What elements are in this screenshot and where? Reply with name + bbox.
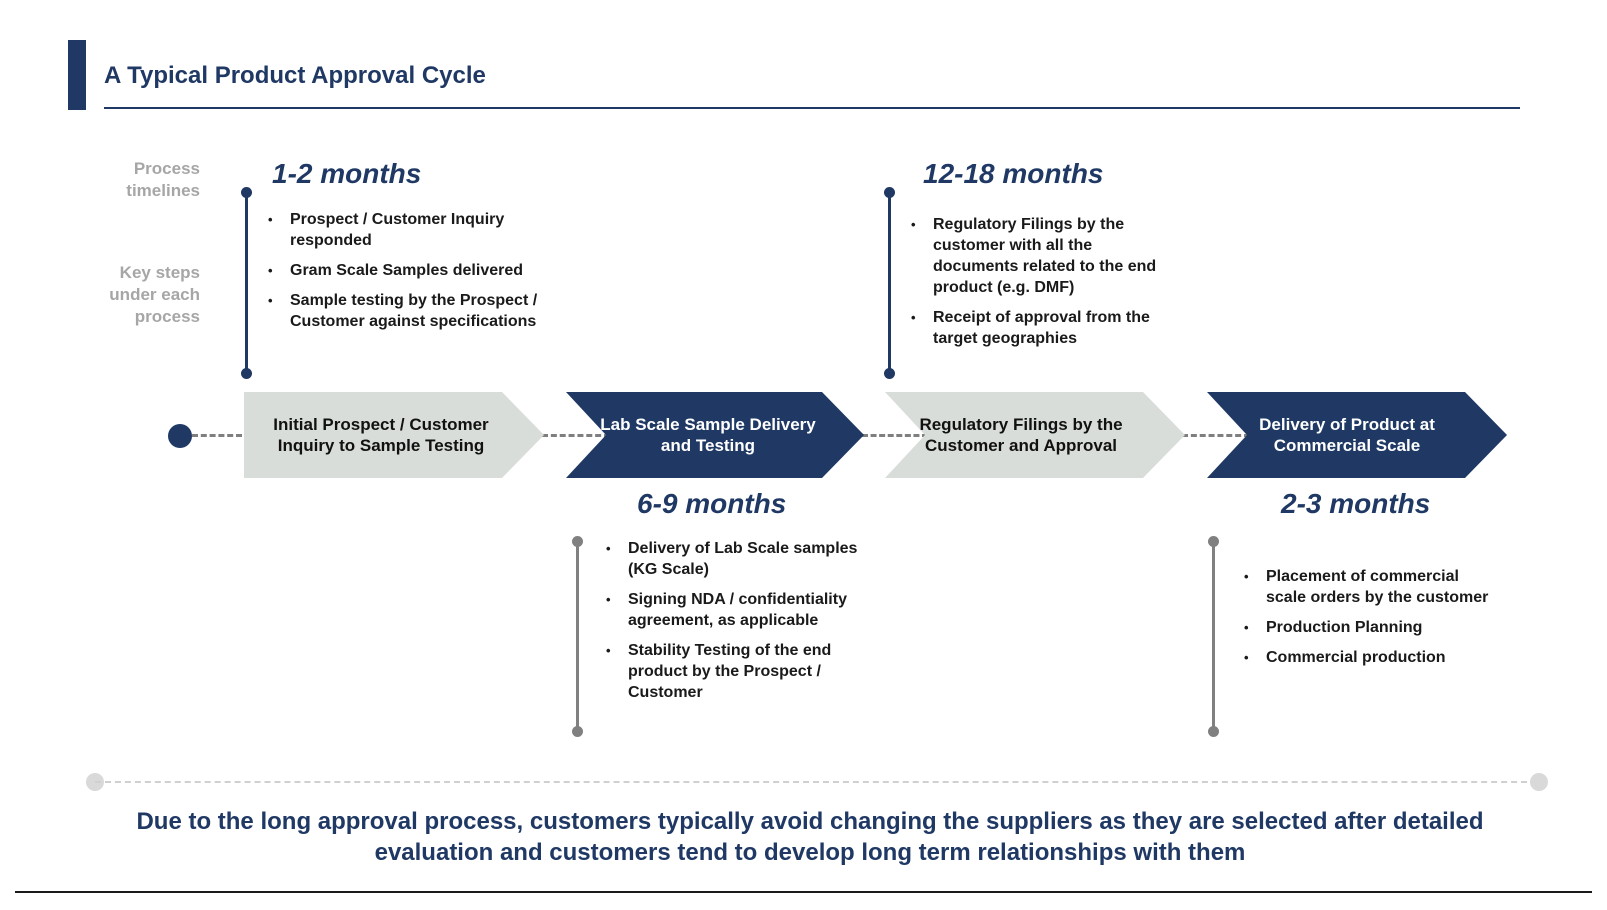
timeline-dot-bottom-stage-1 bbox=[241, 368, 252, 379]
steps-list-stage-3: Regulatory Filings by the customer with … bbox=[909, 214, 1169, 358]
step-item: Placement of commercial scale orders by … bbox=[1242, 566, 1492, 608]
step-item: Prospect / Customer Inquiry responded bbox=[266, 209, 556, 251]
divider-dot-right bbox=[1530, 773, 1548, 791]
timeline-dot-bottom-stage-2 bbox=[572, 726, 583, 737]
timeline-dot-bottom-stage-3 bbox=[884, 368, 895, 379]
chevron-shape bbox=[885, 392, 1185, 478]
duration-stage-2: 6-9 months bbox=[637, 488, 787, 519]
timeline-dot-bottom-stage-4 bbox=[1208, 726, 1219, 737]
stage-chevron-1: Initial Prospect / Customer Inquiry to S… bbox=[244, 392, 544, 478]
step-item: Gram Scale Samples delivered bbox=[266, 260, 556, 281]
stage-label-2: Lab Scale Sample Delivery and Testing bbox=[600, 415, 816, 455]
stage-chevron-2: Lab Scale Sample Delivery and Testing bbox=[566, 392, 864, 478]
stage-chevron-3: Regulatory Filings by the Customer and A… bbox=[885, 392, 1185, 478]
timeline-line-stage-3 bbox=[888, 192, 891, 370]
title-underline bbox=[104, 107, 1520, 109]
duration-stage-1: 1-2 months bbox=[272, 158, 422, 189]
step-item: Stability Testing of the end product by … bbox=[604, 640, 874, 703]
flow-start-dot bbox=[168, 424, 192, 448]
chevron-shape bbox=[244, 392, 544, 478]
label-process-timelines: Process timelines bbox=[126, 159, 200, 200]
connector-dash bbox=[1182, 434, 1250, 437]
steps-list-stage-2: Delivery of Lab Scale samples (KG Scale)… bbox=[604, 538, 874, 712]
conclusion-text: Due to the long approval process, custom… bbox=[136, 808, 1484, 866]
timeline-line-stage-2 bbox=[576, 541, 579, 727]
title-accent-bar bbox=[68, 40, 86, 110]
connector-dash bbox=[542, 434, 610, 437]
steps-list-stage-4: Placement of commercial scale orders by … bbox=[1242, 566, 1492, 677]
timeline-line-stage-1 bbox=[245, 192, 248, 370]
connector-dash bbox=[862, 434, 928, 437]
step-item: Regulatory Filings by the customer with … bbox=[909, 214, 1169, 298]
step-item: Signing NDA / confidentiality agreement,… bbox=[604, 589, 874, 631]
page-title: A Typical Product Approval Cycle bbox=[104, 62, 486, 89]
chevron-shape bbox=[566, 392, 864, 478]
step-item: Receipt of approval from the target geog… bbox=[909, 307, 1169, 349]
stage-label-4: Delivery of Product at Commercial Scale bbox=[1259, 415, 1435, 455]
label-key-steps: Key steps under each process bbox=[109, 263, 200, 326]
stage-label-3: Regulatory Filings by the Customer and A… bbox=[919, 415, 1123, 455]
timeline-line-stage-4 bbox=[1212, 541, 1215, 727]
step-item: Delivery of Lab Scale samples (KG Scale) bbox=[604, 538, 874, 580]
duration-stage-4: 2-3 months bbox=[1281, 488, 1431, 519]
steps-list-stage-1: Prospect / Customer Inquiry responded Gr… bbox=[266, 209, 556, 341]
connector-dash bbox=[192, 434, 242, 437]
stage-chevron-4: Delivery of Product at Commercial Scale bbox=[1207, 392, 1507, 478]
duration-stage-3: 12-18 months bbox=[923, 158, 1104, 189]
step-item: Sample testing by the Prospect / Custome… bbox=[266, 290, 556, 332]
step-item: Production Planning bbox=[1242, 617, 1492, 638]
bottom-rule bbox=[15, 891, 1592, 893]
stage-label-1: Initial Prospect / Customer Inquiry to S… bbox=[273, 415, 489, 455]
chevron-shape bbox=[1207, 392, 1507, 478]
footer-divider bbox=[95, 781, 1547, 783]
step-item: Commercial production bbox=[1242, 647, 1492, 668]
